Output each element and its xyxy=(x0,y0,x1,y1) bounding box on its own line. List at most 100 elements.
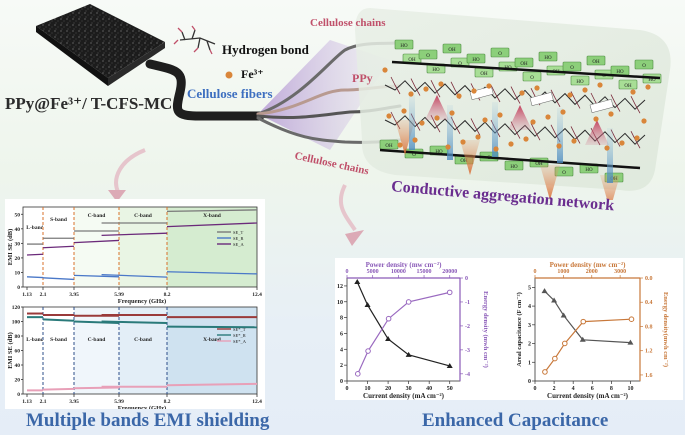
data-point-capacitance xyxy=(627,339,634,345)
ppy-plate xyxy=(469,85,494,101)
ppy-plate xyxy=(589,98,614,114)
band-background xyxy=(74,207,119,287)
data-point-capacitance xyxy=(364,301,371,307)
x-tick-label: 0 xyxy=(346,386,349,392)
y2-tick-label: 0 xyxy=(465,276,468,282)
fe-ion xyxy=(508,141,514,147)
fe-ion xyxy=(419,120,425,126)
x2-tick-label: 10000 xyxy=(391,269,406,275)
series-line-SE_R xyxy=(73,274,120,278)
y2-tick-label: -4 xyxy=(465,372,470,378)
y2-axis-label: Energy density (mwh cm⁻²) xyxy=(482,291,489,368)
group-label: OH xyxy=(460,159,468,164)
fe-ion xyxy=(560,109,566,115)
band-label: C-band xyxy=(88,213,106,219)
x-tick-label: 3.95 xyxy=(69,292,79,298)
material-label: PPy@Fe³⁺/ T-CFS-MC xyxy=(5,94,173,113)
x-tick-label: 6 xyxy=(591,386,594,392)
y-axis-label: Areal capacitance (F cm⁻²) xyxy=(516,292,523,367)
legend-label: SE_R xyxy=(233,236,244,241)
group-label: HO xyxy=(472,58,480,63)
fe-ion xyxy=(530,119,536,125)
band-label: X-band xyxy=(203,213,221,219)
capacitance-charts-panel xyxy=(335,258,683,400)
cellulose-backbone xyxy=(391,60,661,80)
ppy-branch xyxy=(610,94,621,112)
fe-ion xyxy=(460,139,466,145)
group-label: OH xyxy=(624,84,632,89)
data-point-energy xyxy=(446,289,453,296)
cellulose-block xyxy=(466,53,486,64)
y-tick-label: 3 xyxy=(528,323,531,329)
ppy-branch xyxy=(630,96,641,114)
y2-tick-label: -1 xyxy=(465,300,470,306)
fe-ion xyxy=(445,144,451,150)
y-tick-label: 60 xyxy=(15,349,21,355)
series-line-energy xyxy=(544,318,632,373)
ppy-branch xyxy=(550,89,561,107)
arrow-to-emi xyxy=(114,148,146,193)
hydrogen-bond-icon xyxy=(173,25,216,55)
fe-ions xyxy=(382,67,651,152)
series-line-SE_A xyxy=(26,253,44,256)
series-line-SE*_A xyxy=(166,382,258,387)
cellulose-backbone xyxy=(379,148,641,170)
fe-ion xyxy=(523,136,529,142)
cellulose-block xyxy=(618,79,638,90)
group-label: OH xyxy=(448,48,456,53)
x-tick-label: 0 xyxy=(534,386,537,392)
series-line-SE_R xyxy=(101,273,168,278)
group-label: OH xyxy=(592,60,600,65)
group-label: HO xyxy=(616,70,624,75)
y-tick-label: 80 xyxy=(15,334,21,340)
y2-tick-label: 0.0 xyxy=(645,276,653,282)
data-point-capacitance xyxy=(385,336,392,342)
group-label: OH xyxy=(385,144,393,149)
plot-frame xyxy=(22,206,258,288)
x2-tick-label: 20000 xyxy=(442,269,457,275)
ppy-branch xyxy=(630,131,641,149)
fe-ion xyxy=(471,88,477,94)
group-label: OH xyxy=(480,72,488,77)
y-tick-label: 6 xyxy=(340,331,343,337)
data-point-capacitance xyxy=(446,362,453,368)
interaction-beams xyxy=(395,85,620,200)
y-tick-label: 2 xyxy=(528,342,531,348)
fe-ion xyxy=(412,137,418,143)
group-label: O xyxy=(426,54,430,59)
flow-arrows xyxy=(108,148,364,246)
x-tick-label: 30 xyxy=(406,386,412,392)
x-tick-label: 12.4 xyxy=(252,399,262,405)
series-line-SE_R xyxy=(26,276,44,279)
fe-ion xyxy=(641,118,647,124)
fe-ion xyxy=(382,67,388,73)
series-line-SE*_R xyxy=(101,320,168,324)
x-tick-label: 2 xyxy=(553,386,556,392)
y-tick-label: 20 xyxy=(15,378,21,384)
ppy-branch xyxy=(490,84,501,103)
y-tick-label: 1 xyxy=(528,360,531,366)
cellulose-block xyxy=(490,47,510,58)
y-tick-label: 0 xyxy=(17,285,20,291)
x-tick-label: 1.13 xyxy=(22,292,32,298)
data-point-capacitance xyxy=(579,336,586,342)
series-line-SE*_A xyxy=(42,387,75,391)
fe-ion xyxy=(482,117,488,123)
x-tick-label: 8.2 xyxy=(164,292,171,298)
series-line-SE_A xyxy=(166,222,258,228)
band-label: X-band xyxy=(203,337,221,343)
y-tick-label: 5 xyxy=(528,285,531,291)
blue-beam xyxy=(409,95,415,150)
group-label: HO xyxy=(400,44,408,49)
fe-ion xyxy=(534,85,540,91)
ppy-branch xyxy=(510,86,521,104)
cellulose-block xyxy=(514,57,534,68)
y-tick-label: 12 xyxy=(337,284,343,290)
x-tick-label: 12.4 xyxy=(252,292,262,298)
band-background xyxy=(119,307,167,394)
group-label: O xyxy=(602,74,606,79)
y-tick-label: 50 xyxy=(15,212,21,218)
ppy-branch xyxy=(530,123,541,141)
